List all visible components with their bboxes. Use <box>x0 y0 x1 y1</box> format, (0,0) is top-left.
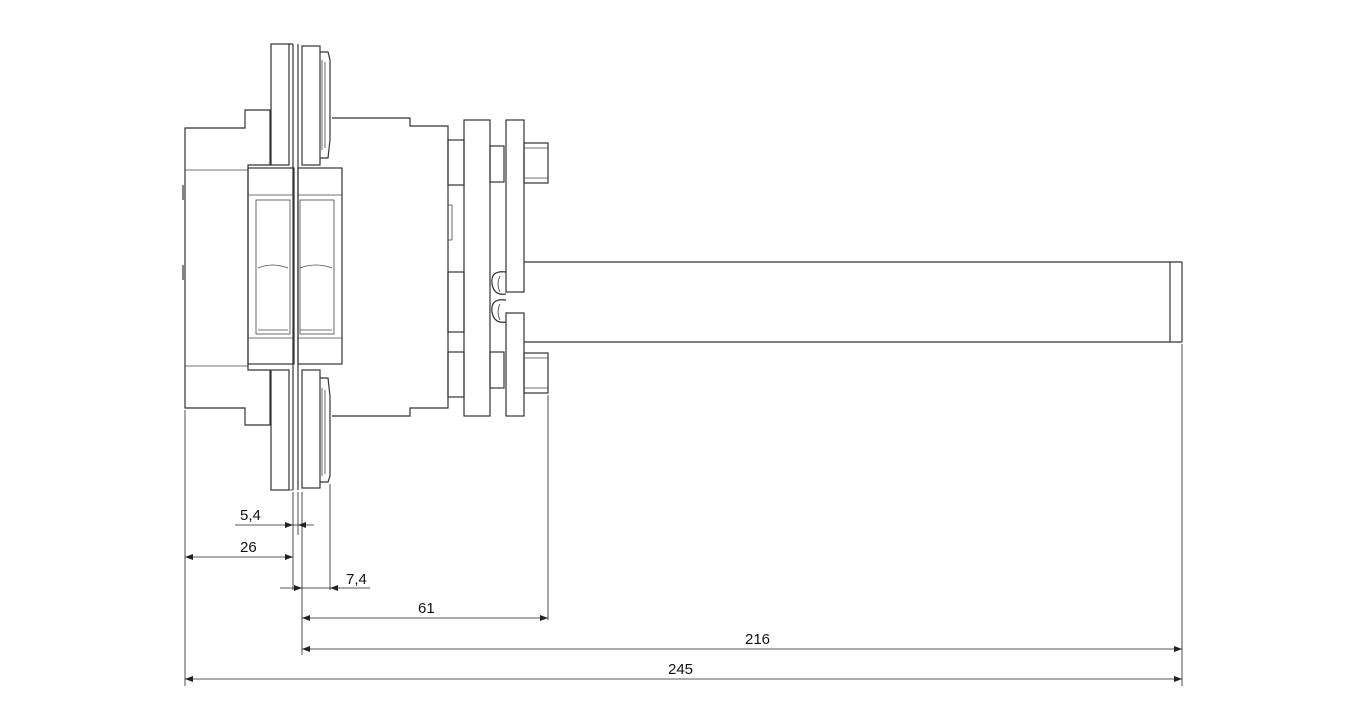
dimension-label-245: 245 <box>668 661 693 678</box>
output-shaft <box>524 261 1183 343</box>
dimension-label-7-4: 7,4 <box>346 571 367 588</box>
bolts <box>523 142 549 394</box>
mounting-flange <box>182 109 271 426</box>
dimension-216: 216 <box>302 631 1182 652</box>
dimension-245: 245 <box>185 661 1182 682</box>
friction-disc-left <box>270 43 294 491</box>
dimension-label-5-4: 5,4 <box>240 507 261 524</box>
bearing-hub <box>247 167 343 365</box>
coupling-plates <box>447 119 525 417</box>
dimension-5-4: 5,4 <box>235 507 314 528</box>
dimension-label-216: 216 <box>745 631 770 648</box>
dimension-61: 61 <box>302 600 548 621</box>
dimension-7-4: 7,4 <box>280 571 370 591</box>
dimension-26: 26 <box>185 539 293 560</box>
gear-housing <box>332 117 453 417</box>
spring-clip <box>491 271 507 323</box>
extension-lines <box>184 344 1183 686</box>
dimension-label-61: 61 <box>418 600 435 617</box>
dimension-label-26: 26 <box>240 539 257 556</box>
